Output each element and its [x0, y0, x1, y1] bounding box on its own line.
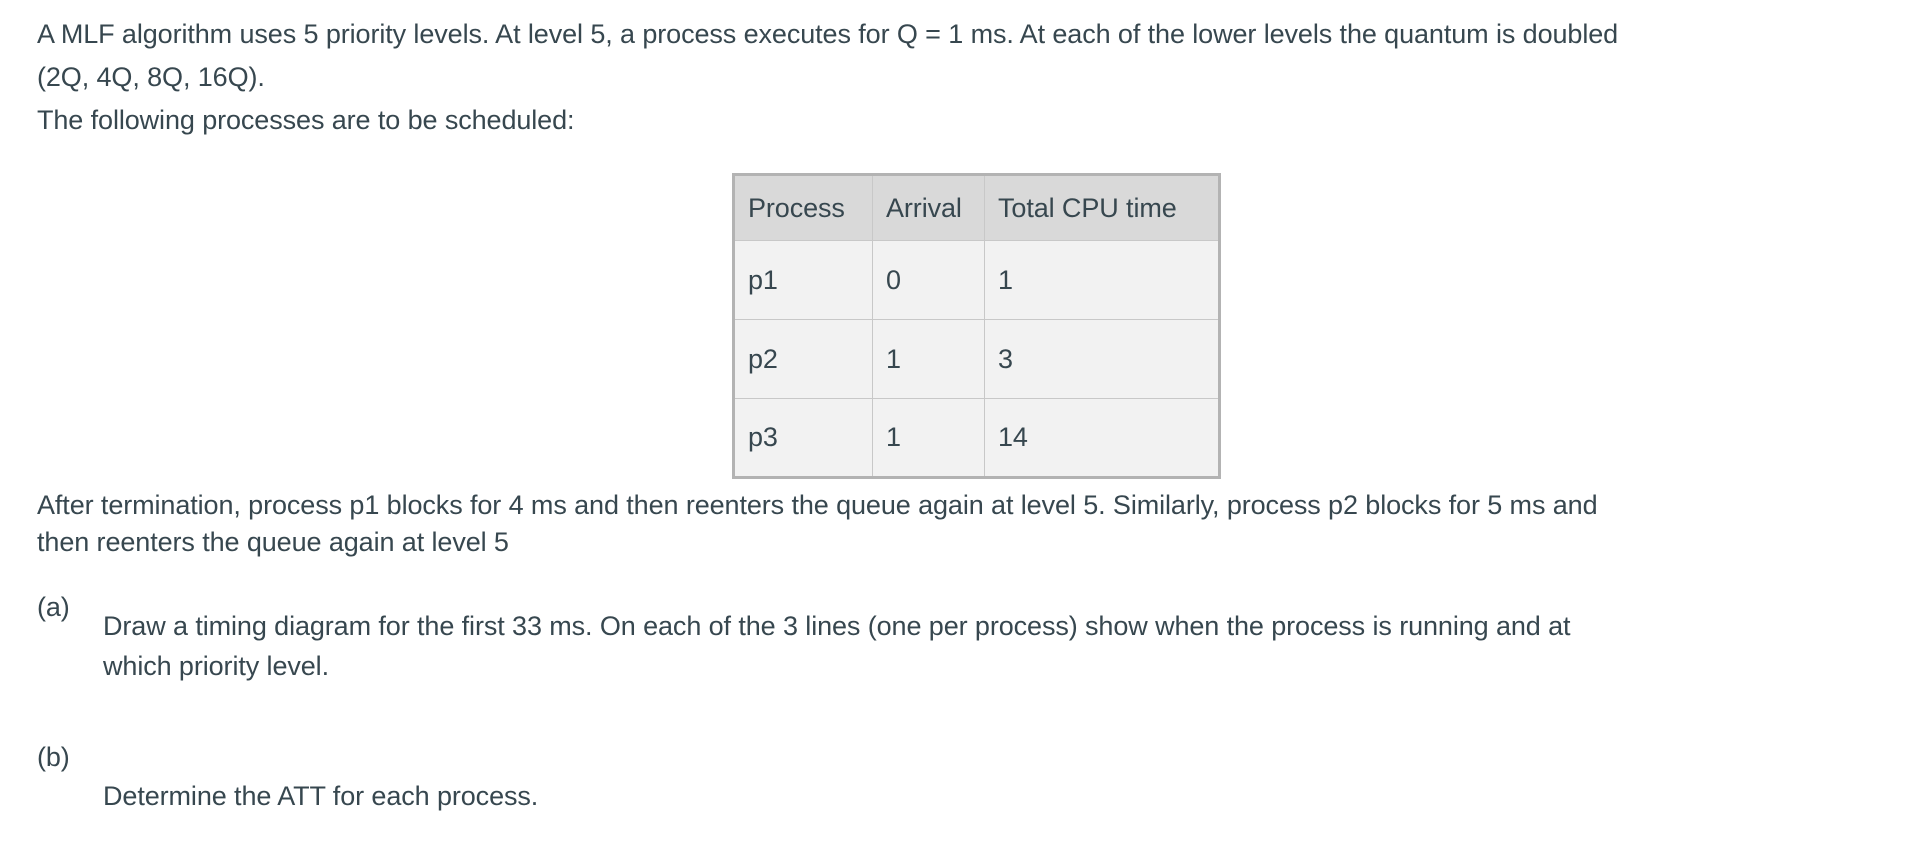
intro-paragraph: A MLF algorithm uses 5 priority levels. …: [37, 13, 1892, 142]
cell-process: p2: [733, 319, 873, 399]
table-header-row: Process Arrival Total CPU time: [733, 174, 1220, 241]
cell-cpu-time: 14: [984, 398, 1220, 478]
part-b-label: (b): [37, 742, 70, 772]
cell-arrival: 1: [872, 398, 985, 478]
cell-arrival: 0: [872, 240, 985, 320]
cell-arrival: 1: [872, 319, 985, 399]
part-a-label: (a): [37, 592, 70, 622]
table-row: p3 1 14: [733, 398, 1220, 478]
part-a-item: (a) Draw a timing diagram for the first …: [37, 587, 1892, 686]
cell-process: p1: [733, 240, 873, 320]
intro-line-2: (2Q, 4Q, 8Q, 16Q).: [37, 62, 265, 92]
after-line-2: then reenters the queue again at level 5: [37, 527, 509, 557]
intro-line-3: The following processes are to be schedu…: [37, 105, 575, 135]
header-cell-total-cpu-time: Total CPU time: [984, 174, 1220, 241]
after-termination-paragraph: After termination, process p1 blocks for…: [37, 487, 1892, 561]
table-row: p1 0 1: [733, 240, 1220, 320]
after-line-1: After termination, process p1 blocks for…: [37, 490, 1598, 520]
part-b-line-1: Determine the ATT for each process.: [103, 781, 539, 811]
part-b-item: (b) Determine the ATT for each process.: [37, 737, 1892, 816]
cell-cpu-time: 1: [984, 240, 1220, 320]
header-cell-process: Process: [733, 174, 873, 241]
part-a-line-1: Draw a timing diagram for the first 33 m…: [103, 611, 1571, 641]
cell-cpu-time: 3: [984, 319, 1220, 399]
intro-line-1: A MLF algorithm uses 5 priority levels. …: [37, 19, 1619, 49]
part-b-text: Determine the ATT for each process.: [103, 737, 1892, 816]
header-cell-arrival: Arrival: [872, 174, 985, 241]
processes-table: Process Arrival Total CPU time p1 0 1 p2…: [732, 173, 1221, 479]
cell-process: p3: [733, 398, 873, 478]
table-row: p2 1 3: [733, 319, 1220, 399]
part-a-text: Draw a timing diagram for the first 33 m…: [103, 587, 1892, 686]
part-a-line-2: which priority level.: [103, 651, 329, 681]
